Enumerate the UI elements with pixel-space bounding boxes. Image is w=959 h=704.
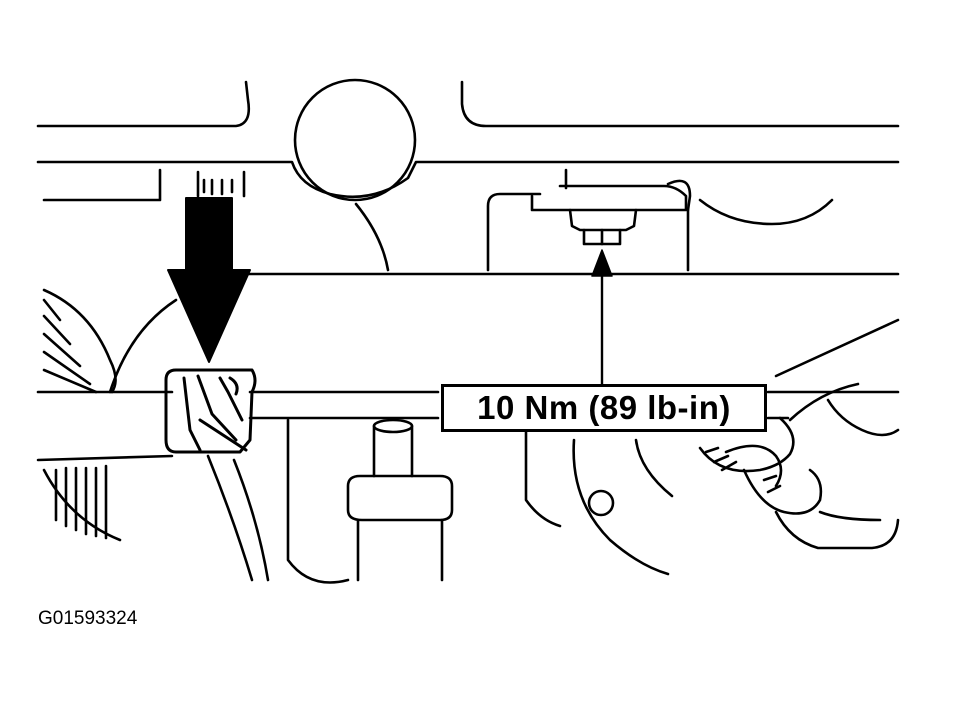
lower-fitting	[286, 418, 454, 584]
left-hose	[36, 288, 270, 582]
round-boss	[293, 78, 417, 202]
torque-spec-label: 10 Nm (89 lb-in)	[441, 384, 767, 432]
figure-id: G01593324	[38, 608, 138, 629]
arrow-down-icon	[167, 197, 251, 363]
upper-bracket	[36, 80, 900, 202]
left-stud	[196, 170, 246, 198]
right-gasket	[524, 418, 674, 576]
hose-clip	[164, 368, 257, 454]
center-housing	[354, 168, 834, 272]
arrow-up-icon	[591, 249, 613, 386]
right-connector	[698, 318, 900, 550]
